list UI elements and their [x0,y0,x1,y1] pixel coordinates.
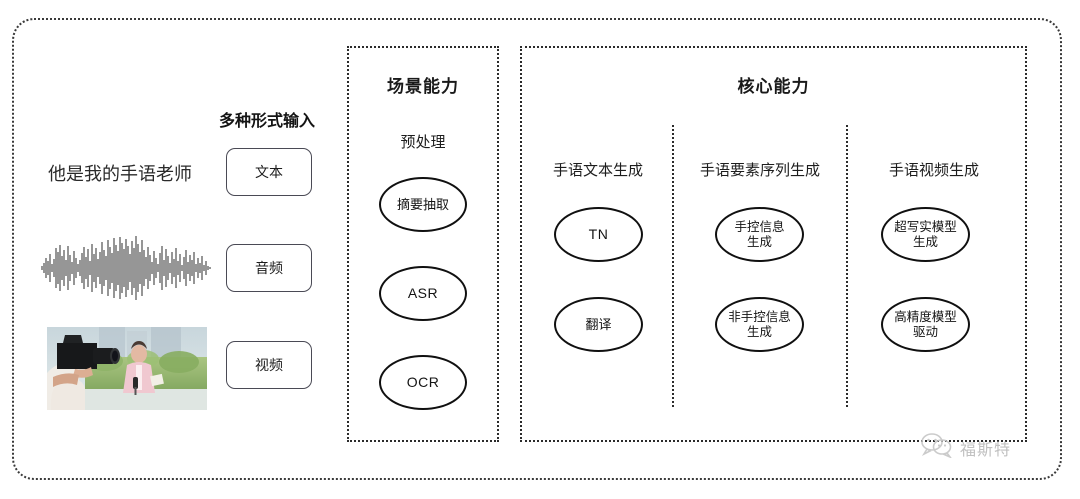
panel-core-capability: 核心能力 [520,46,1027,442]
node-translation[interactable]: 翻译 [554,297,643,352]
column-heading-sign-element-sequence-generation: 手语要素序列生成 [699,162,820,179]
node-asr[interactable]: ASR [379,266,467,321]
video-thumbnail [47,327,207,410]
core-column-divider-1 [672,125,674,407]
core-column-divider-2 [846,125,848,407]
node-ocr[interactable]: OCR [379,355,467,410]
node-non-manual-info-generation[interactable]: 非手控信息 生成 [715,297,804,352]
panel-core-title: 核心能力 [737,77,810,96]
node-summary-extraction[interactable]: 摘要抽取 [379,177,467,232]
column-heading-sign-video-generation: 手语视频生成 [888,162,979,179]
modality-button-video[interactable]: 视频 [226,341,312,389]
modality-button-text[interactable]: 文本 [226,148,312,196]
panel-scene-title: 场景能力 [387,77,459,96]
sample-sentence: 他是我的手语老师 [48,164,192,184]
panel-scene-capability: 场景能力 [347,46,499,442]
column-heading-sign-text-generation: 手语文本生成 [552,162,643,179]
input-section-caption: 多种形式输入 [219,113,316,130]
node-photorealistic-model-generation[interactable]: 超写实模型 生成 [881,207,970,262]
wechat-icon [920,432,954,463]
video-preview-image [47,327,207,410]
modality-button-audio[interactable]: 音频 [226,244,312,292]
audio-waveform [38,234,218,302]
waveform-icon [41,236,211,300]
outer-frame [12,18,1062,480]
column-heading-preprocess: 预处理 [400,134,446,151]
node-tn[interactable]: TN [554,207,643,262]
watermark: 福斯特 [920,432,1011,463]
node-high-precision-model-driving[interactable]: 高精度模型 驱动 [881,297,970,352]
watermark-text: 福斯特 [960,441,1012,459]
node-manual-info-generation[interactable]: 手控信息 生成 [715,207,804,262]
